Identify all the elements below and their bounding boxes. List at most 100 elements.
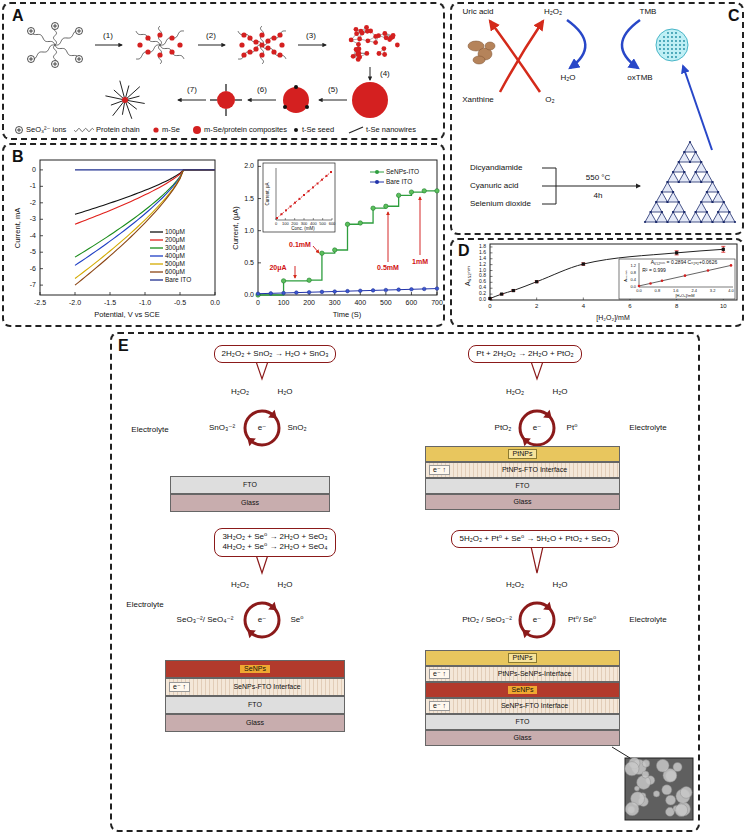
chart: [512, 289, 515, 292]
legend-swatch: [74, 128, 94, 131]
chart: [75, 292, 76, 295]
legend-text: 200μM: [165, 237, 185, 244]
axis-tick: 0.0: [210, 299, 220, 306]
enzyme-cascade: [679, 40, 681, 42]
enzyme-cascade: [650, 211, 652, 213]
axis-tick: -1.0: [139, 299, 151, 306]
synthesis-scheme: [360, 31, 365, 36]
synthesis-scheme: [125, 87, 140, 100]
axis-tick: 600: [406, 299, 418, 306]
annotation: 0.5mM: [377, 264, 399, 271]
synthesis-scheme: [259, 52, 264, 57]
synthesis-scheme: [364, 51, 369, 56]
enzyme-cascade: [671, 32, 673, 34]
enzyme-cascade: [695, 171, 697, 173]
enzyme-cascade: [679, 48, 681, 50]
chart: [535, 280, 538, 283]
chart: [330, 171, 332, 173]
step-number: (6): [257, 86, 267, 94]
electron-label: e⁻: [533, 616, 542, 624]
axis-tick: 4: [582, 303, 585, 309]
legend-swatch: [150, 243, 163, 253]
panel-frame: B: [2, 143, 445, 327]
axis-tick: 0.0: [630, 285, 636, 289]
legend-swatch: [150, 235, 163, 245]
enzyme-cascade: [679, 212, 690, 222]
enzyme-cascade: [675, 32, 677, 34]
chart: [675, 254, 679, 255]
enzyme-cascade: [668, 212, 679, 222]
synthesis-scheme: [370, 67, 371, 80]
step-number: (3): [306, 32, 316, 40]
enzyme-cascade: [666, 201, 668, 203]
axis-tick: 0.2: [479, 291, 486, 296]
electron-label: e⁻ ↑: [429, 669, 450, 679]
layer-label: Glass: [514, 498, 532, 506]
chem-label: Se⁰: [291, 616, 304, 624]
synthesis-scheme: [283, 87, 309, 113]
senps-layer: SeNPs: [165, 660, 345, 678]
chart: [384, 204, 388, 208]
chart: [322, 218, 323, 220]
synthesis-scheme: [241, 32, 246, 37]
chart: [435, 287, 439, 291]
glass-layer: Glass: [425, 730, 620, 746]
synthesis-scheme: [382, 31, 387, 36]
legend-swatch: [150, 247, 163, 248]
bubble-tail: [256, 555, 268, 573]
sem-image: [653, 791, 659, 797]
legend-swatch: [375, 170, 379, 174]
enzyme-cascade: [678, 161, 680, 163]
chart: [40, 160, 439, 297]
axis-tick: 8: [675, 303, 678, 309]
synthesis-scheme: [247, 49, 252, 54]
enzyme-cascade: [679, 172, 690, 182]
chart: [145, 292, 146, 295]
enzyme-cascade: [718, 202, 729, 212]
layer-label: SeNPs: [508, 686, 538, 694]
enzyme-cascade: [659, 40, 661, 42]
synthesis-scheme: [198, 45, 225, 46]
layer-label: FTO: [516, 482, 530, 490]
enzyme-cascade: [695, 211, 697, 213]
electron-label: e⁻: [258, 424, 267, 432]
enzyme-cascade: [728, 211, 730, 213]
reaction-bubble: 2H₂O₂ + SnO₂ → H₂O + SnO₃: [214, 345, 337, 363]
axis-tick: 0: [488, 303, 491, 309]
chart: [326, 175, 328, 177]
equation: R² = 0.999: [641, 268, 667, 273]
chem-label: H₂O: [277, 388, 292, 396]
enzyme-cascade: [723, 201, 725, 203]
redox-cycle: [268, 602, 277, 610]
enzyme-cascade: [645, 212, 656, 222]
synthesis-scheme: [373, 40, 378, 45]
axis-tick: 4.0: [728, 289, 734, 293]
axis-tick: -1.5: [104, 299, 116, 306]
axis-tick: 400: [310, 222, 317, 226]
chart: [215, 292, 216, 295]
chem-label: Uric acid: [462, 8, 493, 16]
chem-label: Dicyandiamide: [470, 164, 522, 172]
legend-item: t-Se seed: [292, 125, 334, 135]
synthesis-scheme: [31, 57, 32, 61]
axis-tick: 500: [380, 299, 392, 306]
chart: [312, 186, 314, 188]
synthesis-scheme: [76, 56, 83, 63]
legend-text: SeO₃²⁻ ions: [26, 126, 66, 134]
chart: [721, 246, 725, 247]
enzyme-cascade: [675, 36, 677, 38]
chart: [490, 264, 493, 265]
enzyme-cascade: [678, 221, 680, 223]
chart: [299, 198, 301, 200]
fto-layer: FTO: [425, 478, 620, 494]
reaction-equation: 5H₂O₂ + Pt⁰ + Se⁰ → 5H₂O + PtO₂ + SeO₃: [459, 534, 610, 544]
synthesis-scheme: [28, 28, 35, 35]
chart: [285, 218, 286, 220]
synthesis-scheme: [247, 35, 252, 40]
chart: [317, 183, 319, 185]
chem-label: SnO₃⁻²: [209, 424, 235, 432]
enzyme-cascade: [706, 211, 708, 213]
enzyme-cascade: [689, 221, 691, 223]
synthesis-scheme: [352, 82, 388, 118]
